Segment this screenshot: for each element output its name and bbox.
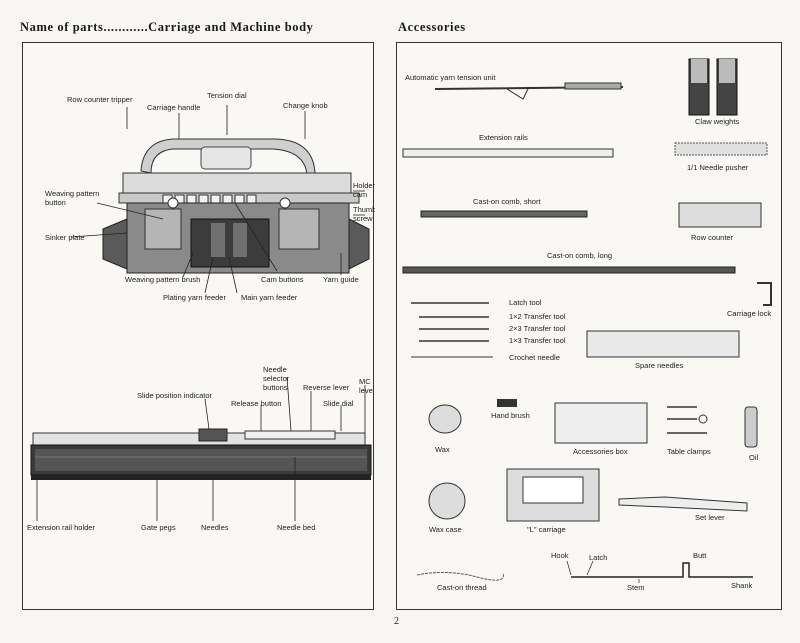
weaving-pattern-button-label: Weaving pattern button — [45, 189, 100, 207]
gate-pegs-label: Gate pegs — [141, 523, 176, 532]
mc-lever-label: MC lever — [359, 377, 373, 395]
change-knob-label: Change knob — [283, 101, 328, 110]
carriage-illustration — [70, 105, 370, 294]
automatic-yarn-tension-unit-label: Automatic yarn tension unit — [405, 73, 496, 82]
slide-position-indicator-label: Slide position indicator — [137, 391, 213, 400]
slide-dial-label: Slide dial — [323, 399, 354, 408]
carriage-lock-label: Carriage lock — [727, 309, 772, 318]
l-carriage-label: "L" carriage — [527, 525, 566, 534]
main-yarn-feeder-label: Main yarn feeder — [241, 293, 298, 302]
hand-brush-label: Hand brush — [491, 411, 530, 420]
oil-label: Oil — [749, 453, 759, 462]
right-heading: Accessories — [398, 20, 466, 34]
needle-pusher-label: 1/1 Needle pusher — [687, 163, 749, 172]
transfer-tool-1x2-label: 1×2 Transfer tool — [509, 312, 566, 321]
accessories-box-label: Accessories box — [573, 447, 628, 456]
shank-label: Shank — [731, 581, 753, 590]
cast-on-comb-short-label: Cast-on comb, short — [473, 197, 541, 206]
stem-label: Stem — [627, 583, 645, 592]
needle-bed-label: Needle bed — [277, 523, 316, 532]
cast-on-thread-label: Cast-on thread — [437, 583, 487, 592]
needles-label: Needles — [201, 523, 229, 532]
wax-label: Wax — [435, 445, 450, 454]
plating-yarn-feeder-label: Plating yarn feeder — [163, 293, 226, 302]
latch-label: Latch — [589, 553, 608, 562]
thumb-screw-label: Thumb screw — [353, 205, 375, 223]
accessories-illustration — [402, 58, 772, 583]
hook-label: Hook — [551, 551, 569, 560]
latch-tool-label: Latch tool — [509, 298, 542, 307]
cam-buttons-label: Cam buttons — [261, 275, 304, 284]
weaving-pattern-brush-label: Weaving pattern brush — [125, 275, 201, 284]
transfer-tool-1x3-label: 1×3 Transfer tool — [509, 336, 566, 345]
machine-bed-illustration — [30, 376, 372, 521]
spare-needles-label: Spare needles — [635, 361, 684, 370]
table-clamps-label: Table clamps — [667, 447, 711, 456]
parts-panel: Row counter tripper Carriage handle Tens… — [22, 42, 375, 610]
extension-rail-holder-label: Extension rail holder — [27, 523, 95, 532]
cast-on-comb-long-label: Cast-on comb, long — [547, 251, 613, 260]
crochet-needle-label: Crochet needle — [509, 353, 560, 362]
tension-dial-label: Tension dial — [207, 91, 247, 100]
wax-case-label: Wax case — [429, 525, 462, 534]
page-number: 2 — [394, 616, 399, 627]
release-button-label: Release button — [231, 399, 282, 408]
carriage-handle-label: Carriage handle — [147, 103, 201, 112]
row-counter-tripper-label: Row counter tripper — [67, 95, 133, 104]
claw-weights-label: Claw weights — [695, 117, 740, 126]
set-lever-label: Set lever — [695, 513, 725, 522]
row-counter-label: Row counter — [691, 233, 734, 242]
sinker-plate-label: Sinker plate — [45, 233, 85, 242]
transfer-tool-2x3-label: 2×3 Transfer tool — [509, 324, 566, 333]
yarn-guide-label: Yarn guide — [323, 275, 359, 284]
extension-rails-label: Extension rails — [479, 133, 528, 142]
needle-selector-buttons-label: Needle selector buttons — [263, 365, 290, 392]
left-heading: Name of parts............Carriage and Ma… — [20, 20, 314, 34]
reverse-lever-label: Reverse lever — [303, 383, 350, 392]
accessories-panel: Automatic yarn tension unit Claw weights… — [396, 42, 782, 610]
holder-cam-label: Holder cam — [353, 181, 375, 199]
butt-label: Butt — [693, 551, 707, 560]
